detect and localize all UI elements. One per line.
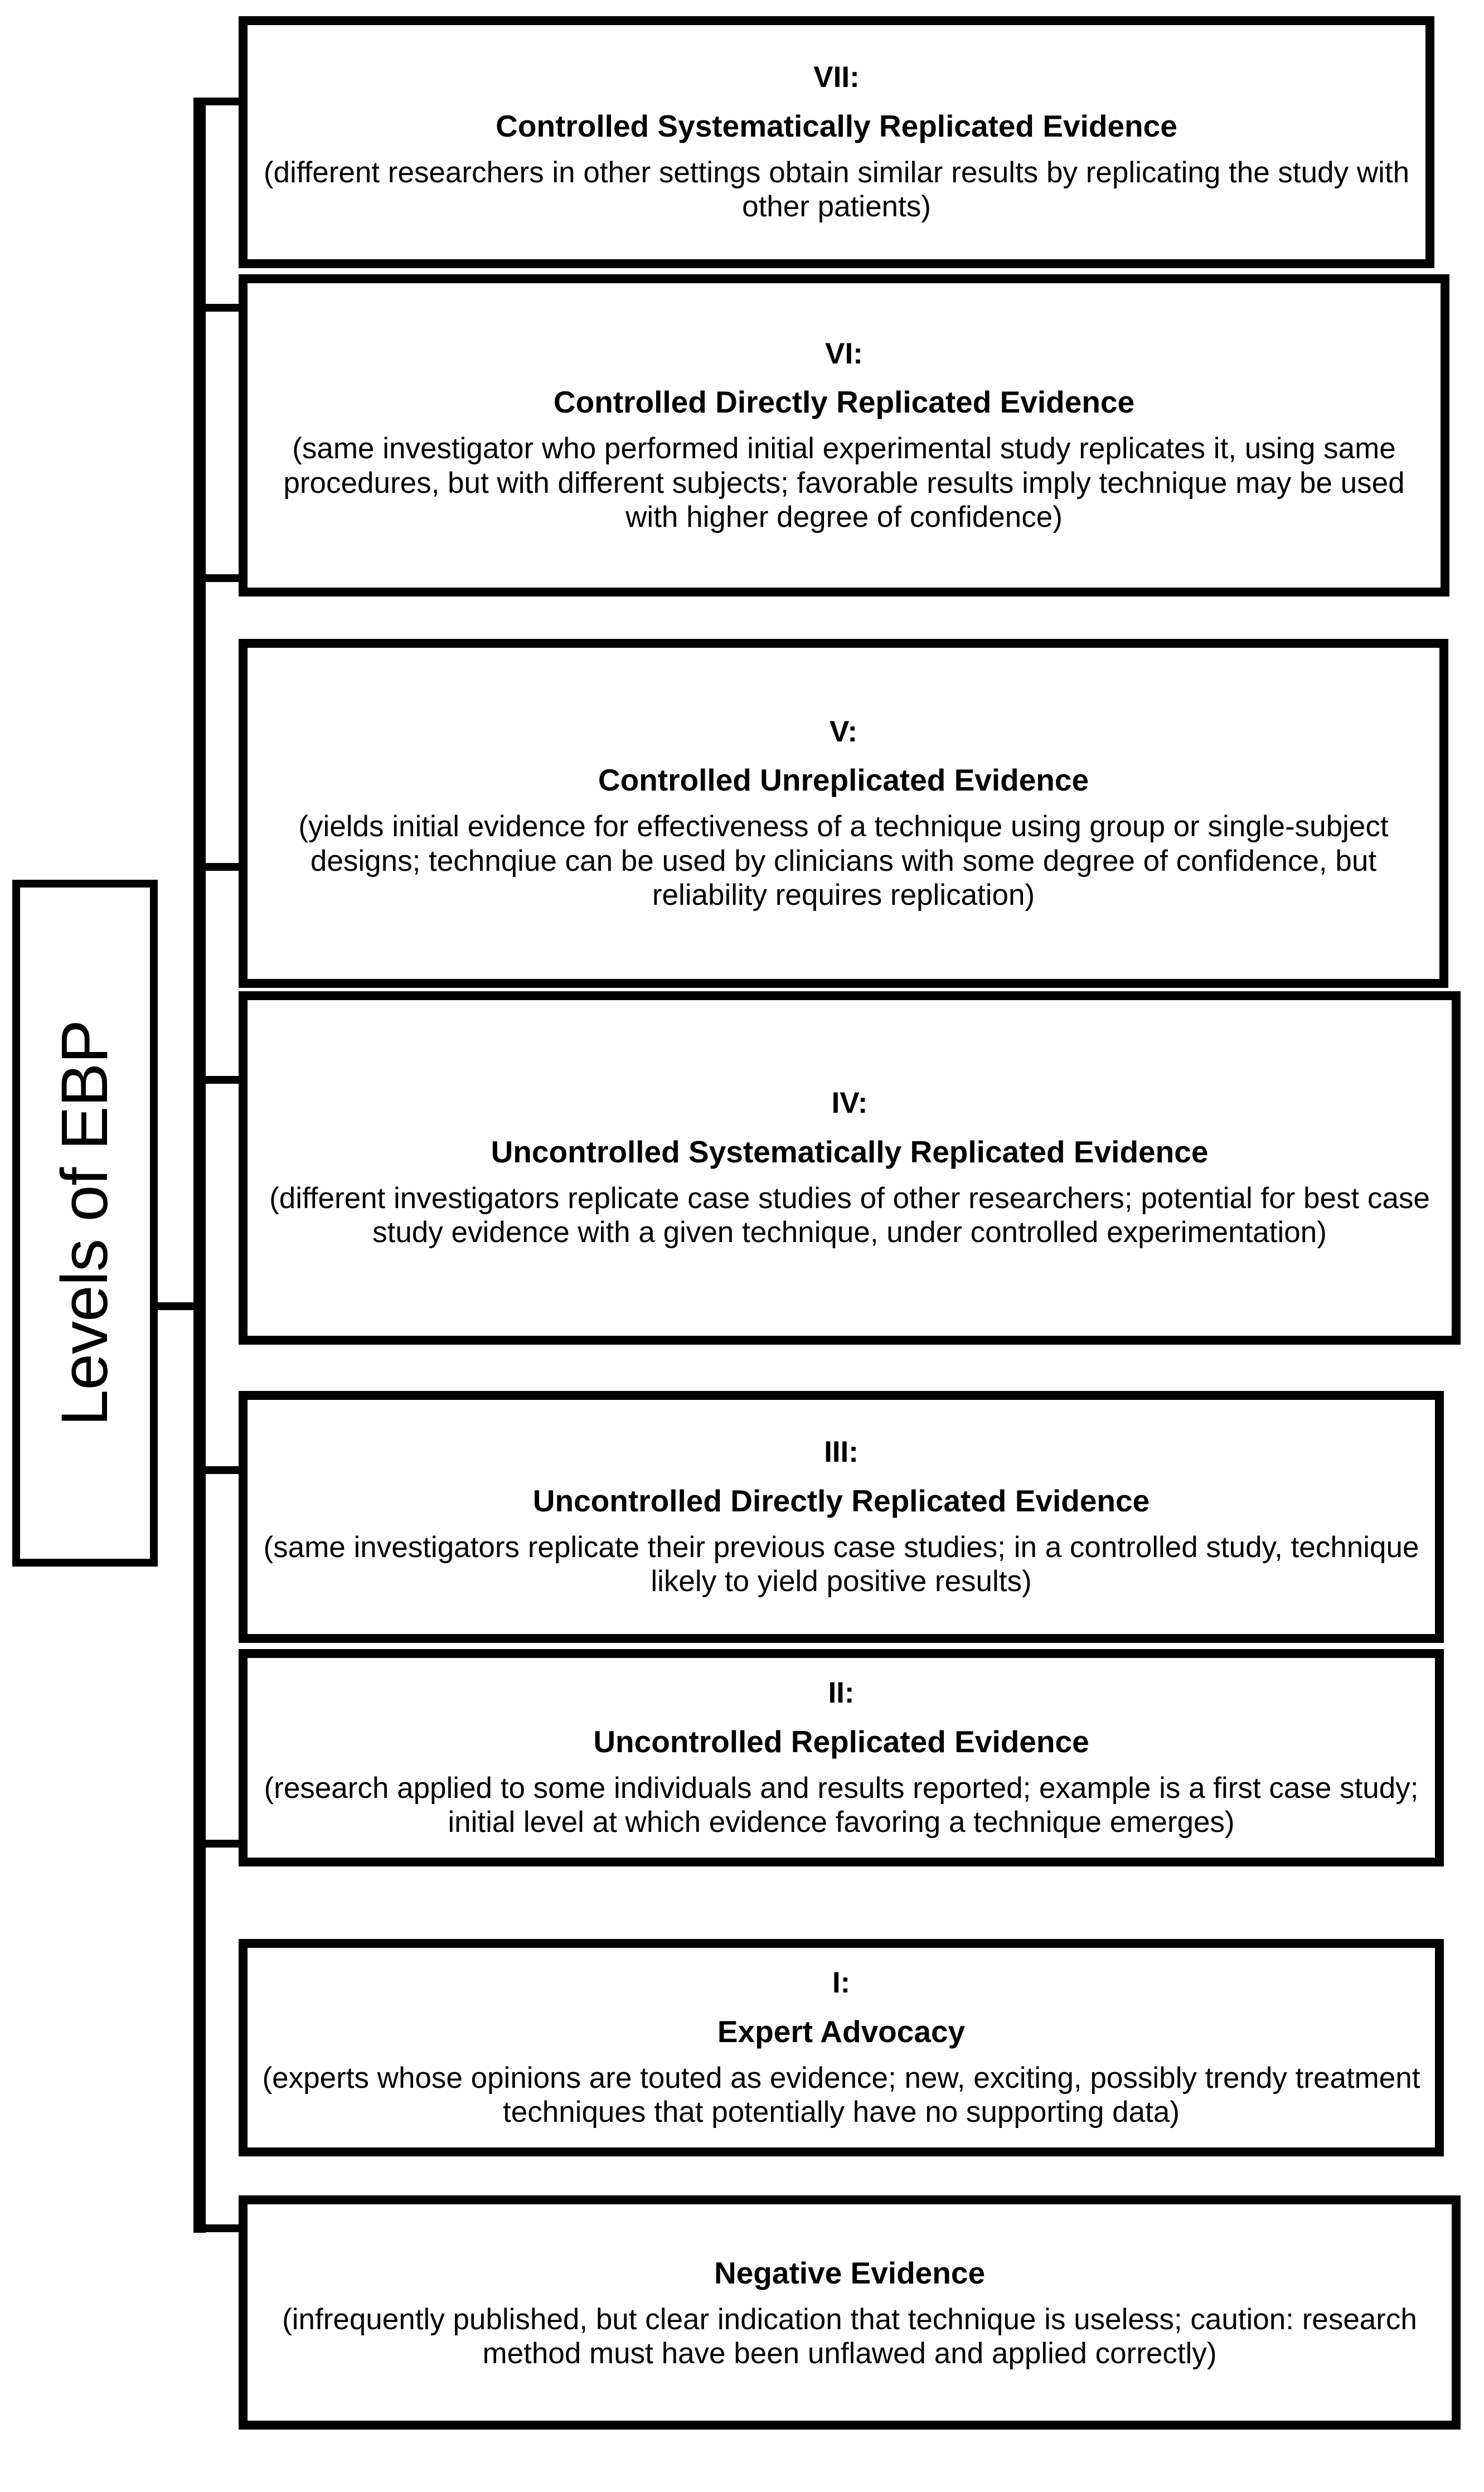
levels-of-ebp-label-text: Levels of EBP [48, 1020, 122, 1427]
level-box-ii: II: Uncontrolled Replicated Evidence (re… [239, 1649, 1444, 1866]
connector-branch-level-vii [193, 98, 244, 105]
level-title-iv: Uncontrolled Systematically Replicated E… [491, 1134, 1209, 1169]
connector-branch-level-v [193, 574, 244, 582]
level-numeral-iv: IV: [831, 1087, 868, 1120]
level-description-iv: (different investigators replicate case … [269, 1181, 1430, 1249]
connector-branch-level-i [193, 1840, 244, 1848]
level-description-i: (experts whose opinions are touted as ev… [262, 2061, 1420, 2129]
level-box-iii: III: Uncontrolled Directly Replicated Ev… [239, 1391, 1444, 1643]
level-numeral-iii: III: [824, 1436, 859, 1469]
level-box-v: V: Controlled Unreplicated Evidence (yie… [239, 639, 1448, 988]
level-description-vii: (different researchers in other settings… [263, 156, 1410, 224]
level-title-ii: Uncontrolled Replicated Evidence [593, 1724, 1089, 1759]
level-title-v: Controlled Unreplicated Evidence [598, 763, 1089, 798]
level-numeral-vii: VII: [813, 61, 860, 94]
level-numeral-i: I: [832, 1966, 851, 2000]
level-description-vi: (same investigator who performed initial… [283, 432, 1405, 534]
level-description-ii: (research applied to some individuals an… [264, 1771, 1419, 1839]
level-title-iii: Uncontrolled Directly Replicated Evidenc… [532, 1483, 1150, 1518]
connector-branch-negative-evidence [193, 2224, 244, 2232]
connector-branch-level-iv [193, 863, 244, 871]
connector-trunk-line [193, 98, 206, 2233]
level-numeral-vi: VI: [825, 337, 863, 370]
level-title-negative-evidence: Negative Evidence [714, 2255, 986, 2290]
level-box-vi: VI: Controlled Directly Replicated Evide… [239, 274, 1449, 597]
connector-stub-to-trunk [158, 1302, 195, 1310]
level-numeral-v: V: [829, 715, 858, 748]
connector-branch-level-ii [193, 1466, 244, 1474]
level-box-vii: VII: Controlled Systematically Replicate… [239, 16, 1434, 268]
level-box-negative-evidence: Negative Evidence (infrequently publishe… [239, 2195, 1461, 2430]
level-description-iii: (same investigators replicate their prev… [263, 1530, 1419, 1598]
level-title-i: Expert Advocacy [717, 2014, 966, 2049]
level-description-negative-evidence: (infrequently published, but clear indic… [282, 2302, 1417, 2370]
level-box-i: I: Expert Advocacy (experts whose opinio… [239, 1939, 1444, 2156]
level-box-iv: IV: Uncontrolled Systematically Replicat… [239, 991, 1461, 1345]
level-title-vi: Controlled Directly Replicated Evidence [553, 385, 1135, 420]
level-numeral-ii: II: [828, 1676, 855, 1710]
level-description-v: (yields initial evidence for effectivene… [298, 810, 1389, 912]
levels-of-ebp-label-box: Levels of EBP [12, 880, 158, 1567]
connector-branch-level-iii [193, 1076, 244, 1084]
level-title-vii: Controlled Systematically Replicated Evi… [496, 108, 1177, 143]
connector-branch-level-vi [193, 304, 244, 312]
